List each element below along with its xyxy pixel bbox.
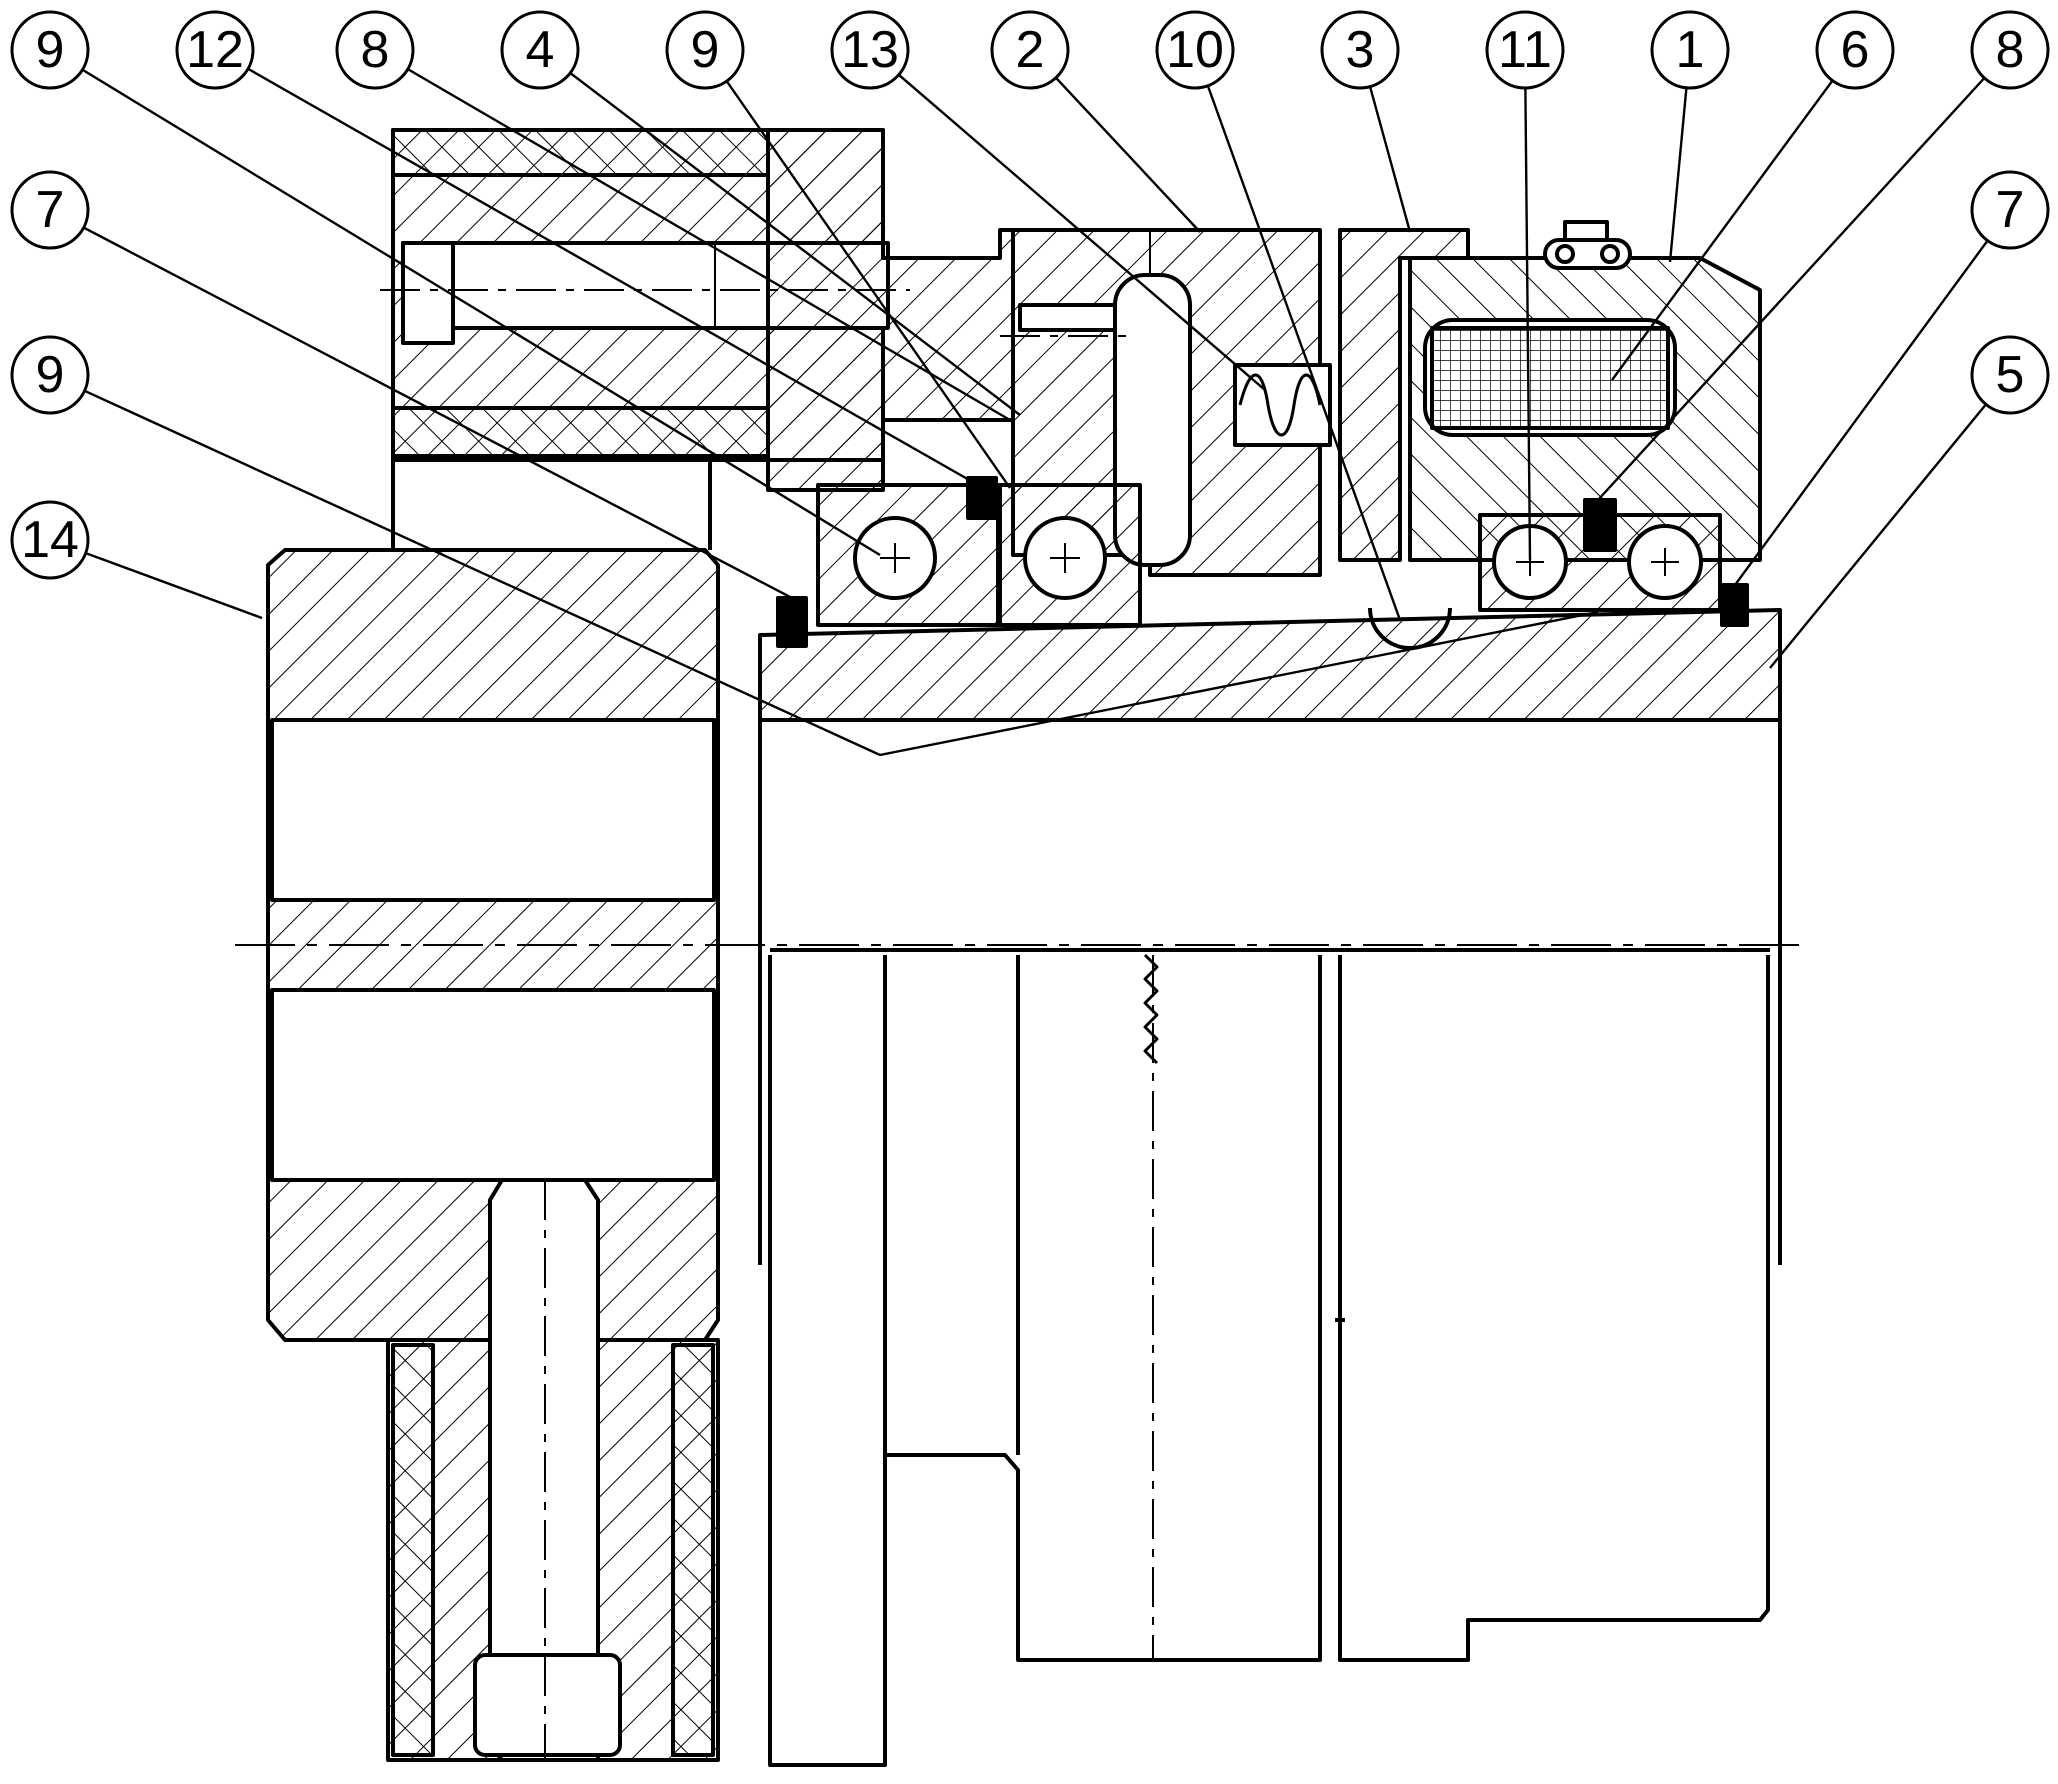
callout-6: 6	[1815, 10, 1895, 90]
callout-label: 13	[841, 21, 899, 79]
callout-label: 7	[1996, 181, 2025, 239]
callout-2: 2	[990, 10, 1070, 90]
callout-label: 5	[1996, 346, 2025, 404]
callout-label: 14	[21, 511, 79, 569]
callout-label: 8	[361, 21, 390, 79]
callout-7-left: 7	[10, 170, 90, 250]
callout-5: 5	[1970, 335, 2050, 415]
callout-label: 8	[1996, 21, 2025, 79]
callout-7-right: 7	[1970, 170, 2050, 250]
callout-label: 9	[691, 21, 720, 79]
callout-3: 3	[1320, 10, 1400, 90]
callout-label: 3	[1346, 21, 1375, 79]
callout-label: 11	[1498, 21, 1552, 79]
callout-9-top-2: 9	[665, 10, 745, 90]
callout-12: 12	[175, 10, 255, 90]
callout-label: 12	[186, 21, 244, 79]
callout-13: 13	[830, 10, 910, 90]
callout-label: 7	[36, 181, 65, 239]
callout-label: 2	[1016, 21, 1045, 79]
callout-8-right: 8	[1970, 10, 2050, 90]
callout-8-left: 8	[335, 10, 415, 90]
callout-label: 9	[36, 21, 65, 79]
callout-label: 4	[526, 21, 555, 79]
callout-label: 1	[1676, 21, 1705, 79]
part-number-callouts: 9 12 8 4 9 13 2 10 3 11 1 6 8 7 7 9 5 14	[10, 10, 2050, 580]
callout-10: 10	[1155, 10, 1235, 90]
callout-9-left: 9	[10, 335, 90, 415]
callout-label: 9	[36, 346, 65, 404]
callout-label: 10	[1166, 21, 1224, 79]
cross-section-geometry	[49, 48, 2011, 1767]
callout-9-top-1: 9	[10, 10, 90, 90]
callout-1: 1	[1650, 10, 1730, 90]
callout-label: 6	[1841, 21, 1870, 79]
callout-4: 4	[500, 10, 580, 90]
callout-14: 14	[10, 500, 90, 580]
callout-11: 11	[1485, 10, 1565, 90]
